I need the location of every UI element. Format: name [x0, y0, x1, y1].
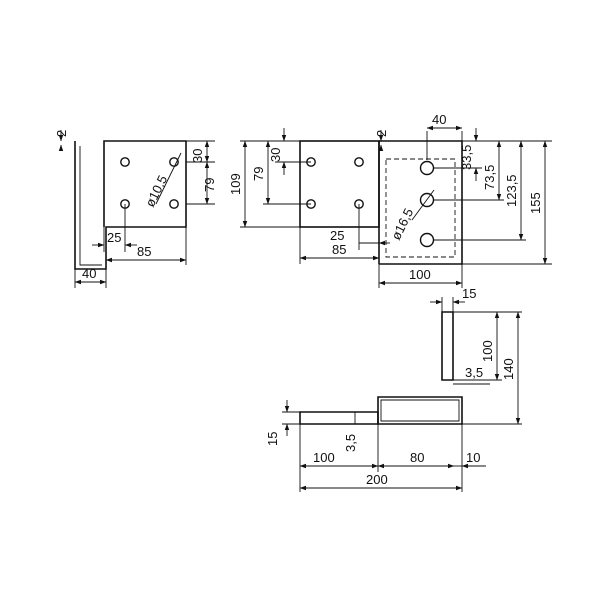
bottom-dim-3-5-b: 3,5 — [343, 434, 358, 452]
middle-thickness-label: 2 — [374, 130, 389, 137]
middle-dim-40: 40 — [432, 112, 446, 127]
middle-dim-79: 79 — [251, 167, 266, 181]
middle-view: ø16,5 2 30 79 109 25 85 100 — [228, 112, 552, 288]
left-dim-79: 79 — [202, 178, 217, 192]
bottom-profile — [299, 311, 463, 425]
middle-plates — [299, 140, 463, 265]
middle-large-holes — [419, 160, 435, 248]
middle-dim-85: 85 — [332, 242, 346, 257]
middle-large-hole — [419, 232, 435, 248]
bottom-dim-100-v: 100 — [480, 340, 495, 362]
middle-dim-100: 100 — [409, 267, 431, 282]
middle-small-holes — [306, 157, 364, 209]
bottom-view: 15 100 140 3,5 15 3,5 100 80 10 20 — [265, 286, 522, 492]
middle-small-hole — [354, 157, 364, 167]
left-dim-25: 25 — [107, 230, 121, 245]
left-hole — [169, 157, 179, 167]
left-hole — [120, 157, 130, 167]
left-thickness-label: 2 — [54, 130, 69, 137]
middle-diameter-label: ø16,5 — [388, 206, 416, 242]
middle-dim-25: 25 — [330, 228, 344, 243]
bottom-dim-3-5-a: 3,5 — [465, 365, 483, 380]
bottom-dim-200: 200 — [366, 472, 388, 487]
bottom-dim-10: 10 — [466, 450, 480, 465]
middle-dim-33-5: 33,5 — [459, 145, 474, 170]
middle-dim-109: 109 — [228, 173, 243, 195]
left-view: ø10,5 2 30 79 25 85 40 — [54, 130, 217, 288]
middle-dim-123-5: 123,5 — [504, 174, 519, 207]
left-hole-grid — [120, 157, 179, 209]
middle-large-hole — [419, 160, 435, 176]
middle-dim-73-5: 73,5 — [482, 165, 497, 190]
left-dim-40: 40 — [82, 266, 96, 281]
middle-dim-30: 30 — [268, 148, 283, 162]
bottom-dim-80: 80 — [410, 450, 424, 465]
left-dim-30: 30 — [190, 149, 205, 163]
left-profile — [74, 140, 187, 270]
bottom-dim-15-h: 15 — [265, 432, 280, 446]
left-diameter-label: ø10,5 — [142, 173, 170, 209]
bottom-dim-140: 140 — [501, 358, 516, 380]
middle-dim-155: 155 — [528, 192, 543, 214]
bottom-dim-15-top: 15 — [462, 286, 476, 301]
left-dim-85: 85 — [137, 244, 151, 259]
bottom-dim-100-h: 100 — [313, 450, 335, 465]
left-hole — [169, 199, 179, 209]
